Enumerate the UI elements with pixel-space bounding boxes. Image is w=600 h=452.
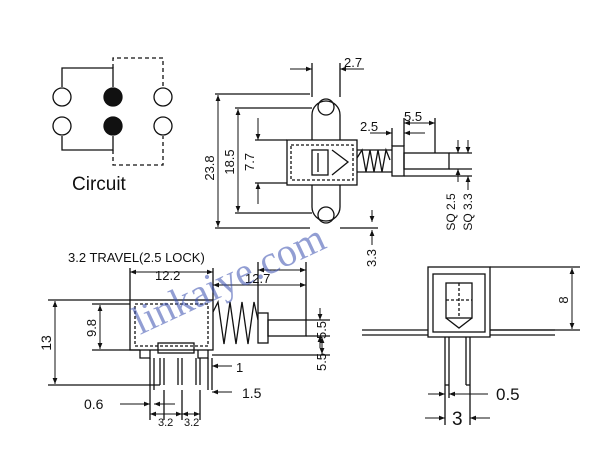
travel-label: 3.2 TRAVEL(2.5 LOCK) xyxy=(68,250,205,265)
dim-23-8: 23.8 xyxy=(202,155,217,180)
front-view xyxy=(362,266,580,425)
dim-sq-3-3: SQ 3.3 xyxy=(461,193,475,231)
front-view-dimension-lines xyxy=(425,268,575,421)
terminal-circle xyxy=(52,87,72,107)
dim-1-5: 1.5 xyxy=(242,385,262,401)
dim-0-5: 0.5 xyxy=(496,385,520,404)
common-terminal xyxy=(103,87,123,107)
body-inner xyxy=(290,144,354,181)
side-spring xyxy=(212,299,259,345)
slider xyxy=(311,149,329,176)
dim-2-7: 2.7 xyxy=(344,55,362,70)
dim-3-3: 3.3 xyxy=(364,249,379,267)
dim-5-5: 5.5 xyxy=(404,109,422,124)
dim-3-2-a: 3.2 xyxy=(158,417,173,429)
plunger-shaft xyxy=(403,152,450,170)
top-view-dimension-lines xyxy=(215,66,471,245)
dim-13: 13 xyxy=(38,335,54,351)
mounting-lug-top xyxy=(311,100,341,140)
dim-5-5-a: 5.5 xyxy=(314,321,329,339)
terminal-circle xyxy=(52,116,72,136)
common-terminal xyxy=(103,116,123,136)
spring xyxy=(356,147,391,173)
side-shaft xyxy=(267,319,307,337)
terminal-circle xyxy=(153,87,173,107)
base-foot xyxy=(197,350,209,359)
dim-3-2-b: 3.2 xyxy=(184,417,199,429)
slider-arrow xyxy=(331,149,350,176)
side-body-inner xyxy=(134,303,209,347)
top-view xyxy=(215,63,472,229)
terminal-block xyxy=(157,342,195,354)
mount-hole xyxy=(317,206,335,224)
front-slider-tip xyxy=(445,317,473,329)
connection-line xyxy=(61,136,114,151)
front-body-inner xyxy=(432,273,486,333)
dashed-connection xyxy=(112,57,164,87)
base-foot xyxy=(139,350,151,359)
dim-0-6: 0.6 xyxy=(84,396,104,412)
side-body xyxy=(129,299,214,351)
dim-1: 1 xyxy=(236,360,243,375)
switch-body xyxy=(286,139,358,186)
dim-5-5-b: 5.5 xyxy=(314,353,329,371)
circuit-diagram xyxy=(52,57,173,166)
front-body xyxy=(427,266,491,338)
dim-18-5: 18.5 xyxy=(222,149,237,174)
mounting-lug-bottom xyxy=(311,185,341,222)
dim-7-7: 7.7 xyxy=(242,153,257,171)
mount-hole xyxy=(317,98,335,116)
dim-2-5: 2.5 xyxy=(360,119,378,134)
dim-8: 8 xyxy=(556,296,571,303)
dim-12-2: 12.2 xyxy=(155,268,180,283)
side-collar xyxy=(257,312,269,344)
dim-3: 3 xyxy=(452,409,463,430)
dim-12-7: 12.7 xyxy=(245,271,270,286)
circuit-label: Circuit xyxy=(72,174,127,195)
dim-9-8: 9.8 xyxy=(84,319,99,337)
plunger-collar xyxy=(391,145,405,177)
side-view xyxy=(48,262,330,420)
side-view-dimension-lines xyxy=(52,267,325,417)
terminal-circle xyxy=(153,116,173,136)
connection-line xyxy=(61,67,114,87)
dashed-connection xyxy=(112,136,164,166)
dim-sq-2-5: SQ 2.5 xyxy=(444,193,458,231)
